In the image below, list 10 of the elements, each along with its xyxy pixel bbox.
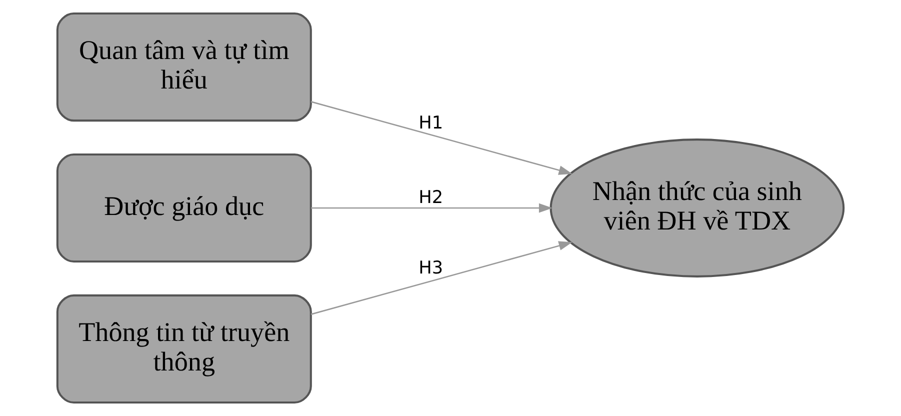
node-box: Thông tin từ truyền thông xyxy=(56,294,312,404)
node-box: Quan tâm và tự tìm hiểu xyxy=(56,12,312,122)
arrow xyxy=(310,241,572,315)
edge-label: H3 xyxy=(418,258,444,279)
edge-label: H2 xyxy=(418,188,444,208)
edge-label: H1 xyxy=(418,114,444,134)
node-ellipse: Nhận thức của sinh viên ĐH về TDX xyxy=(550,138,845,278)
node-box: Được giáo dục xyxy=(56,153,312,263)
arrow xyxy=(310,101,572,175)
arrow xyxy=(311,203,553,213)
